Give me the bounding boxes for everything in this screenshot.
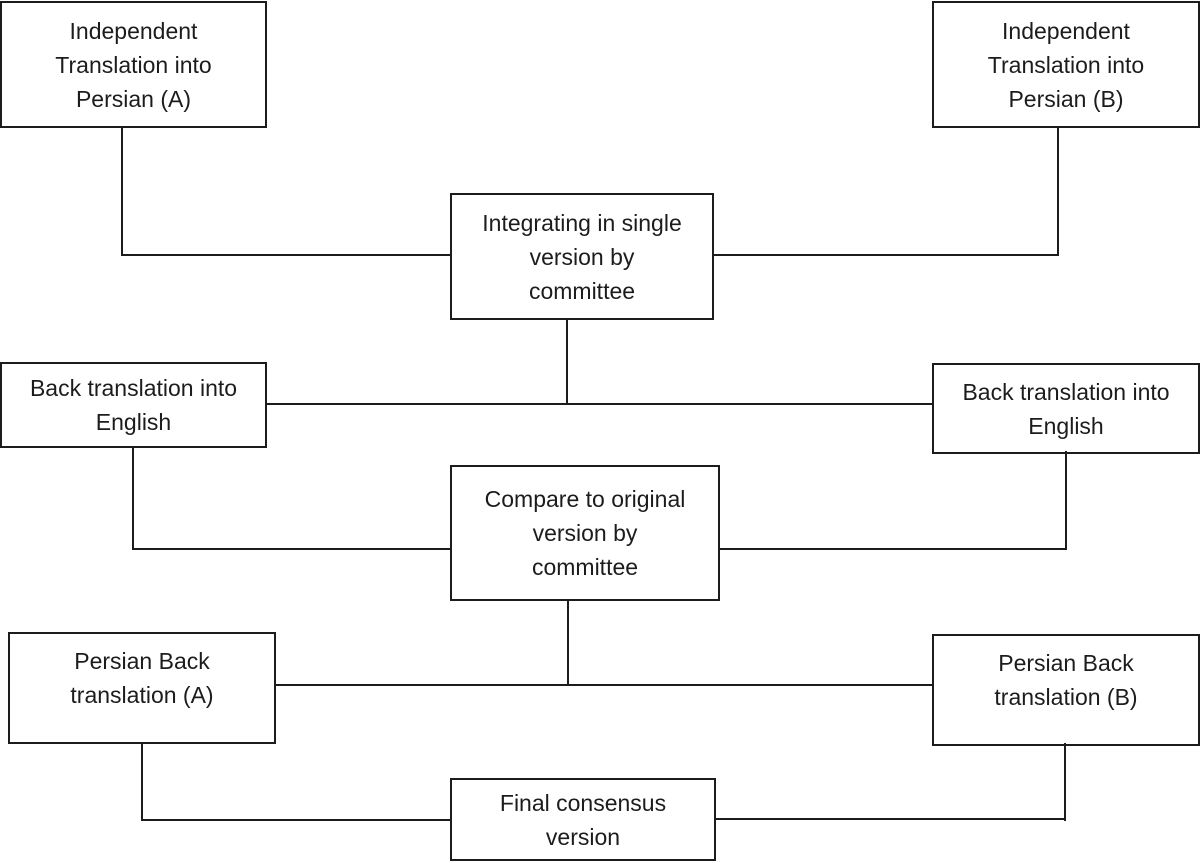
node-independent-translation-b: Independent Translation into Persian (B) xyxy=(932,1,1200,128)
connector-ind-a-down xyxy=(121,127,123,256)
node-independent-translation-b-label: Independent Translation into Persian (B) xyxy=(987,17,1145,112)
connector-compare-down xyxy=(567,599,569,686)
node-persian-back-translation-b: Persian Back translation (B) xyxy=(932,634,1200,746)
node-independent-translation-a-label: Independent Translation into Persian (A) xyxy=(55,17,212,112)
connector-integrate-to-ind-b xyxy=(712,254,1059,256)
node-final-consensus-version: Final consensus version xyxy=(450,778,716,861)
connector-persian-b-down xyxy=(1064,743,1066,821)
connector-persian-row xyxy=(274,684,934,686)
node-final-consensus-version-label: Final consensus version xyxy=(499,789,667,850)
connector-ind-b-down xyxy=(1057,127,1059,256)
connector-back-right-down xyxy=(1065,451,1067,550)
connector-ind-a-to-integrate xyxy=(121,254,450,256)
node-integrate-single-version-label: Integrating in single version by committ… xyxy=(482,209,682,304)
node-integrate-single-version: Integrating in single version by committ… xyxy=(450,193,714,320)
node-independent-translation-a: Independent Translation into Persian (A) xyxy=(0,1,267,128)
node-back-translation-left: Back translation into English xyxy=(0,362,267,448)
node-back-translation-right-label: Back translation into English xyxy=(962,378,1170,439)
node-compare-to-original-label: Compare to original version by committee xyxy=(484,486,686,580)
node-back-translation-left-label: Back translation into English xyxy=(29,375,238,435)
node-compare-to-original: Compare to original version by committee xyxy=(450,465,720,601)
connector-back-translation-row xyxy=(265,403,934,405)
connector-back-left-to-compare xyxy=(132,548,452,550)
connector-compare-to-back-right xyxy=(718,548,1067,550)
connector-final-to-persian-b xyxy=(714,818,1066,820)
node-persian-back-translation-a: Persian Back translation (A) xyxy=(8,632,276,744)
connector-persian-a-down xyxy=(141,742,143,821)
connector-integrate-down xyxy=(566,319,568,405)
connector-back-left-down xyxy=(132,446,134,550)
node-back-translation-right: Back translation into English xyxy=(932,363,1200,454)
node-persian-back-translation-b-label: Persian Back translation (B) xyxy=(994,650,1138,710)
node-persian-back-translation-a-label: Persian Back translation (A) xyxy=(70,648,214,708)
connector-persian-a-to-final xyxy=(141,819,452,821)
